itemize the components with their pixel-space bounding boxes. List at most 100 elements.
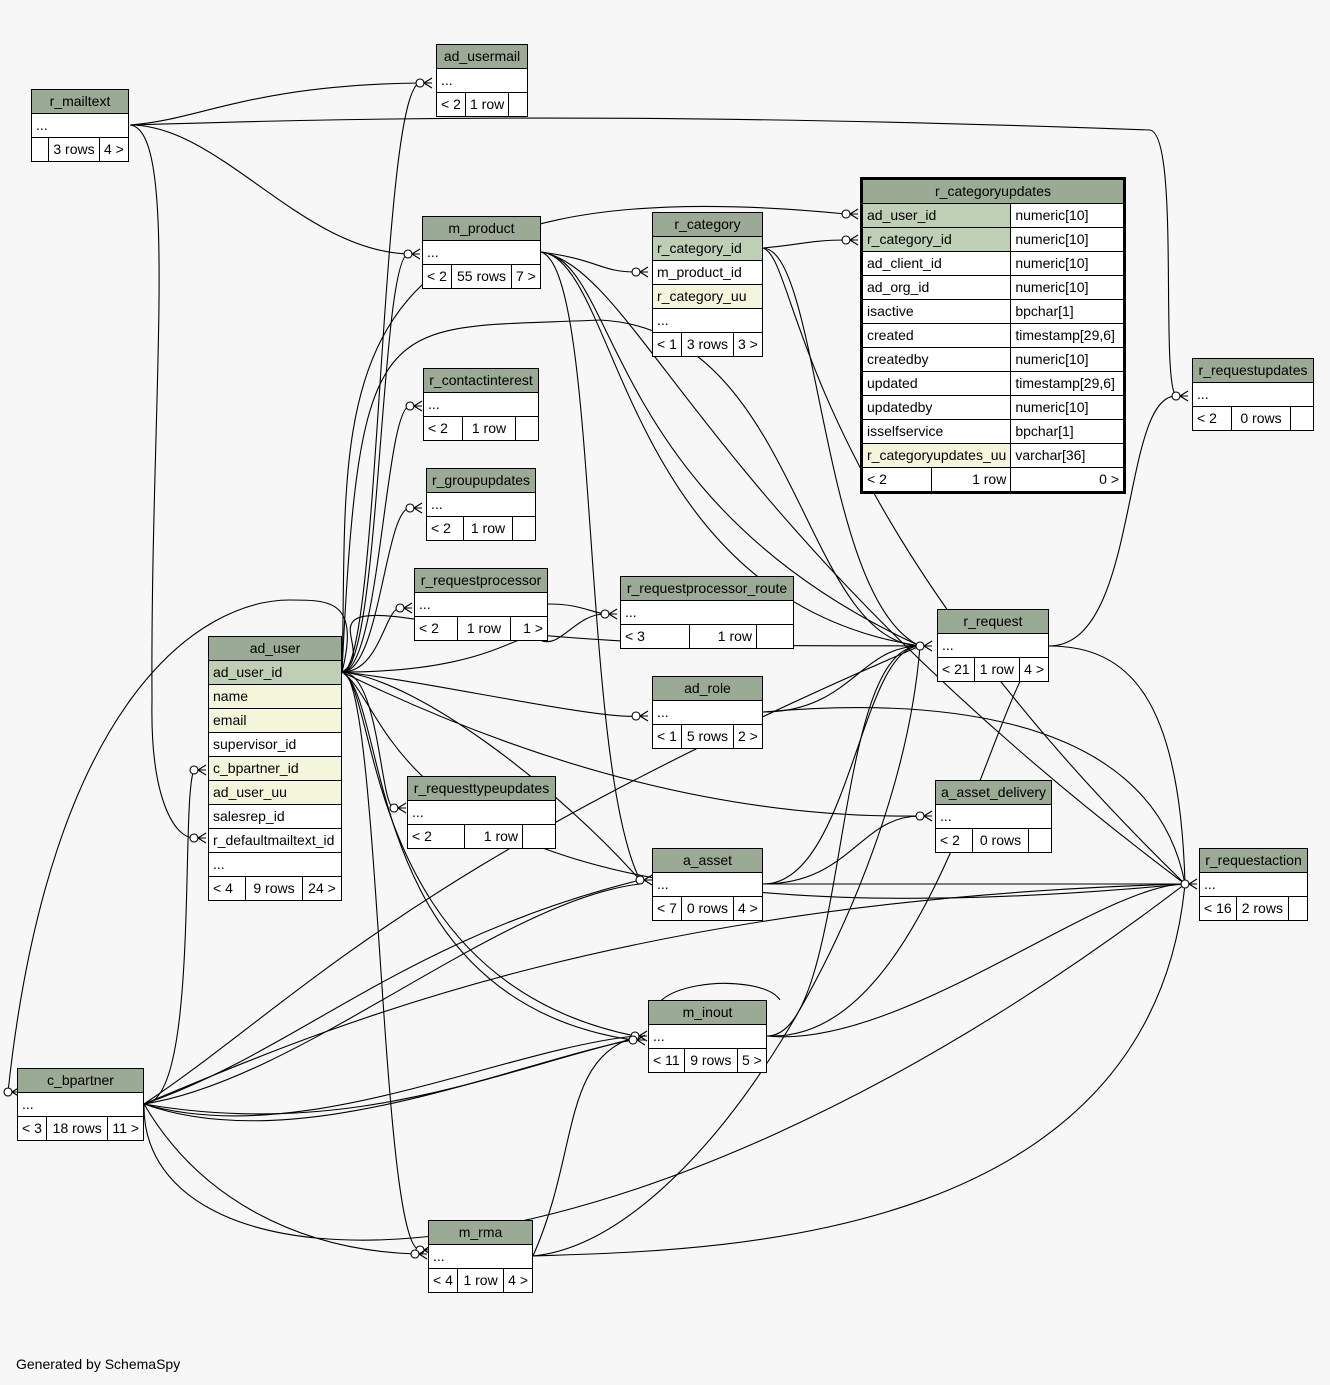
table-ad-usermail[interactable]: ad_usermail ... < 2 1 row xyxy=(436,44,528,117)
column-ad-user-uu[interactable]: ad_user_uu xyxy=(208,780,342,805)
children-link[interactable]: 3 > xyxy=(733,332,763,357)
table-name[interactable]: r_mailtext xyxy=(31,89,129,114)
column-salesrep-id[interactable]: salesrep_id xyxy=(208,804,342,829)
children-link[interactable]: 1 > xyxy=(510,616,548,641)
table-r-requestaction[interactable]: r_requestaction ... < 16 2 rows xyxy=(1199,848,1308,921)
table-name[interactable]: r_categoryupdates xyxy=(861,178,1125,204)
column-ad-user-id[interactable]: ad_user_id xyxy=(208,660,342,685)
table-name[interactable]: c_bpartner xyxy=(17,1068,144,1093)
table-name[interactable]: ad_role xyxy=(652,676,763,701)
table-name[interactable]: m_product xyxy=(422,216,541,241)
children-link[interactable] xyxy=(1290,406,1314,431)
column-c-bpartner-id[interactable]: c_bpartner_id xyxy=(208,756,342,781)
parents-link[interactable]: < 4 xyxy=(428,1268,458,1293)
children-link[interactable]: 4 > xyxy=(1019,657,1049,682)
table-m-inout[interactable]: m_inout ... < 11 9 rows 5 > xyxy=(648,1000,767,1073)
parents-link[interactable]: < 2 xyxy=(407,824,465,849)
parents-link[interactable]: < 2 xyxy=(426,516,464,541)
table-name[interactable]: m_rma xyxy=(428,1220,533,1245)
children-link[interactable]: 5 > xyxy=(737,1048,767,1073)
children-link[interactable]: 4 > xyxy=(99,137,129,162)
children-link[interactable] xyxy=(1028,828,1052,853)
parents-link[interactable]: < 21 xyxy=(937,657,975,682)
table-r-groupupdates[interactable]: r_groupupdates ... < 2 1 row xyxy=(426,468,536,541)
column-name[interactable]: name xyxy=(208,684,342,709)
table-r-requestupdates[interactable]: r_requestupdates ... < 2 0 rows xyxy=(1192,358,1314,431)
table-name[interactable]: r_request xyxy=(937,609,1049,634)
table-ad-user[interactable]: ad_user ad_user_id name email supervisor… xyxy=(208,636,342,901)
parents-link[interactable]: < 1 xyxy=(652,332,682,357)
table-r-category[interactable]: r_category r_category_id m_product_id r_… xyxy=(652,212,763,357)
table-name[interactable]: r_category xyxy=(652,212,763,237)
parents-link[interactable]: < 11 xyxy=(648,1048,685,1073)
column-name[interactable]: ad_org_id xyxy=(860,275,1012,300)
parents-link[interactable]: < 2 xyxy=(423,416,463,441)
children-link[interactable] xyxy=(522,824,556,849)
parents-link[interactable]: < 2 xyxy=(414,616,458,641)
children-link[interactable]: 0 > xyxy=(1010,467,1125,493)
table-r-request[interactable]: r_request ... < 21 1 row 4 > xyxy=(937,609,1049,682)
children-link[interactable] xyxy=(512,516,536,541)
column-r-category-id[interactable]: r_category_id xyxy=(652,236,763,261)
parents-link[interactable]: < 4 xyxy=(208,876,246,901)
parents-link[interactable]: < 3 xyxy=(17,1116,47,1141)
children-link[interactable] xyxy=(756,624,794,649)
table-r-mailtext[interactable]: r_mailtext ... 3 rows 4 > xyxy=(31,89,129,162)
parents-link[interactable] xyxy=(31,137,49,162)
children-link[interactable]: 24 > xyxy=(302,876,342,901)
column-name[interactable]: updated xyxy=(860,371,1012,396)
column-name[interactable]: isactive xyxy=(860,299,1012,324)
table-name[interactable]: r_requestupdates xyxy=(1192,358,1314,383)
parents-link[interactable]: < 7 xyxy=(652,896,682,921)
table-name[interactable]: r_requesttypeupdates xyxy=(407,776,556,801)
parents-link[interactable]: < 1 xyxy=(652,724,682,749)
children-link[interactable]: 7 > xyxy=(511,264,541,289)
children-link[interactable] xyxy=(515,416,539,441)
table-name[interactable]: r_groupupdates xyxy=(426,468,536,493)
column-supervisor-id[interactable]: supervisor_id xyxy=(208,732,342,757)
parents-link[interactable]: < 2 xyxy=(1192,406,1232,431)
table-r-requesttypeupdates[interactable]: r_requesttypeupdates ... < 2 1 row xyxy=(407,776,556,849)
column-name[interactable]: createdby xyxy=(860,347,1012,372)
column-name[interactable]: r_category_id xyxy=(860,227,1012,252)
table-name[interactable]: r_requestprocessor xyxy=(414,568,548,593)
table-name[interactable]: ad_usermail xyxy=(436,44,528,69)
parents-link[interactable]: < 2 xyxy=(436,92,466,117)
table-r-requestprocessor[interactable]: r_requestprocessor ... < 2 1 row 1 > xyxy=(414,568,548,641)
table-r-contactinterest[interactable]: r_contactinterest ... < 2 1 row xyxy=(423,368,539,441)
children-link[interactable] xyxy=(508,92,528,117)
table-name[interactable]: a_asset xyxy=(652,848,763,873)
parents-link[interactable]: < 2 xyxy=(860,467,933,493)
children-link[interactable]: 11 > xyxy=(107,1116,144,1141)
children-link[interactable]: 2 > xyxy=(733,724,763,749)
parents-link[interactable]: < 16 xyxy=(1199,896,1237,921)
table-r-requestprocessor-route[interactable]: r_requestprocessor_route ... < 3 1 row xyxy=(620,576,794,649)
table-name[interactable]: a_asset_delivery xyxy=(935,780,1052,805)
column-name[interactable]: ad_client_id xyxy=(860,251,1012,276)
column-email[interactable]: email xyxy=(208,708,342,733)
children-link[interactable]: 4 > xyxy=(503,1268,533,1293)
parents-link[interactable]: < 2 xyxy=(422,264,452,289)
column-name[interactable]: updatedby xyxy=(860,395,1012,420)
column-r-category-uu[interactable]: r_category_uu xyxy=(652,284,763,309)
table-a-asset-delivery[interactable]: a_asset_delivery ... < 2 0 rows xyxy=(935,780,1052,853)
column-name[interactable]: created xyxy=(860,323,1012,348)
table-name[interactable]: r_requestprocessor_route xyxy=(620,576,794,601)
column-r-defaultmailtext-id[interactable]: r_defaultmailtext_id xyxy=(208,828,342,853)
table-name[interactable]: ad_user xyxy=(208,636,342,661)
table-name[interactable]: r_contactinterest xyxy=(423,368,539,393)
table-name[interactable]: m_inout xyxy=(648,1000,767,1025)
table-name[interactable]: r_requestaction xyxy=(1199,848,1308,873)
column-name[interactable]: r_categoryupdates_uu xyxy=(860,443,1012,468)
table-c-bpartner[interactable]: c_bpartner ... < 3 18 rows 11 > xyxy=(17,1068,144,1141)
column-name[interactable]: isselfservice xyxy=(860,419,1012,444)
column-name[interactable]: ad_user_id xyxy=(860,203,1012,228)
children-link[interactable] xyxy=(1288,896,1308,921)
column-m-product-id[interactable]: m_product_id xyxy=(652,260,763,285)
table-m-product[interactable]: m_product ... < 2 55 rows 7 > xyxy=(422,216,541,289)
table-m-rma[interactable]: m_rma ... < 4 1 row 4 > xyxy=(428,1220,533,1293)
table-a-asset[interactable]: a_asset ... < 7 0 rows 4 > xyxy=(652,848,763,921)
table-ad-role[interactable]: ad_role ... < 1 5 rows 2 > xyxy=(652,676,763,749)
children-link[interactable]: 4 > xyxy=(733,896,763,921)
